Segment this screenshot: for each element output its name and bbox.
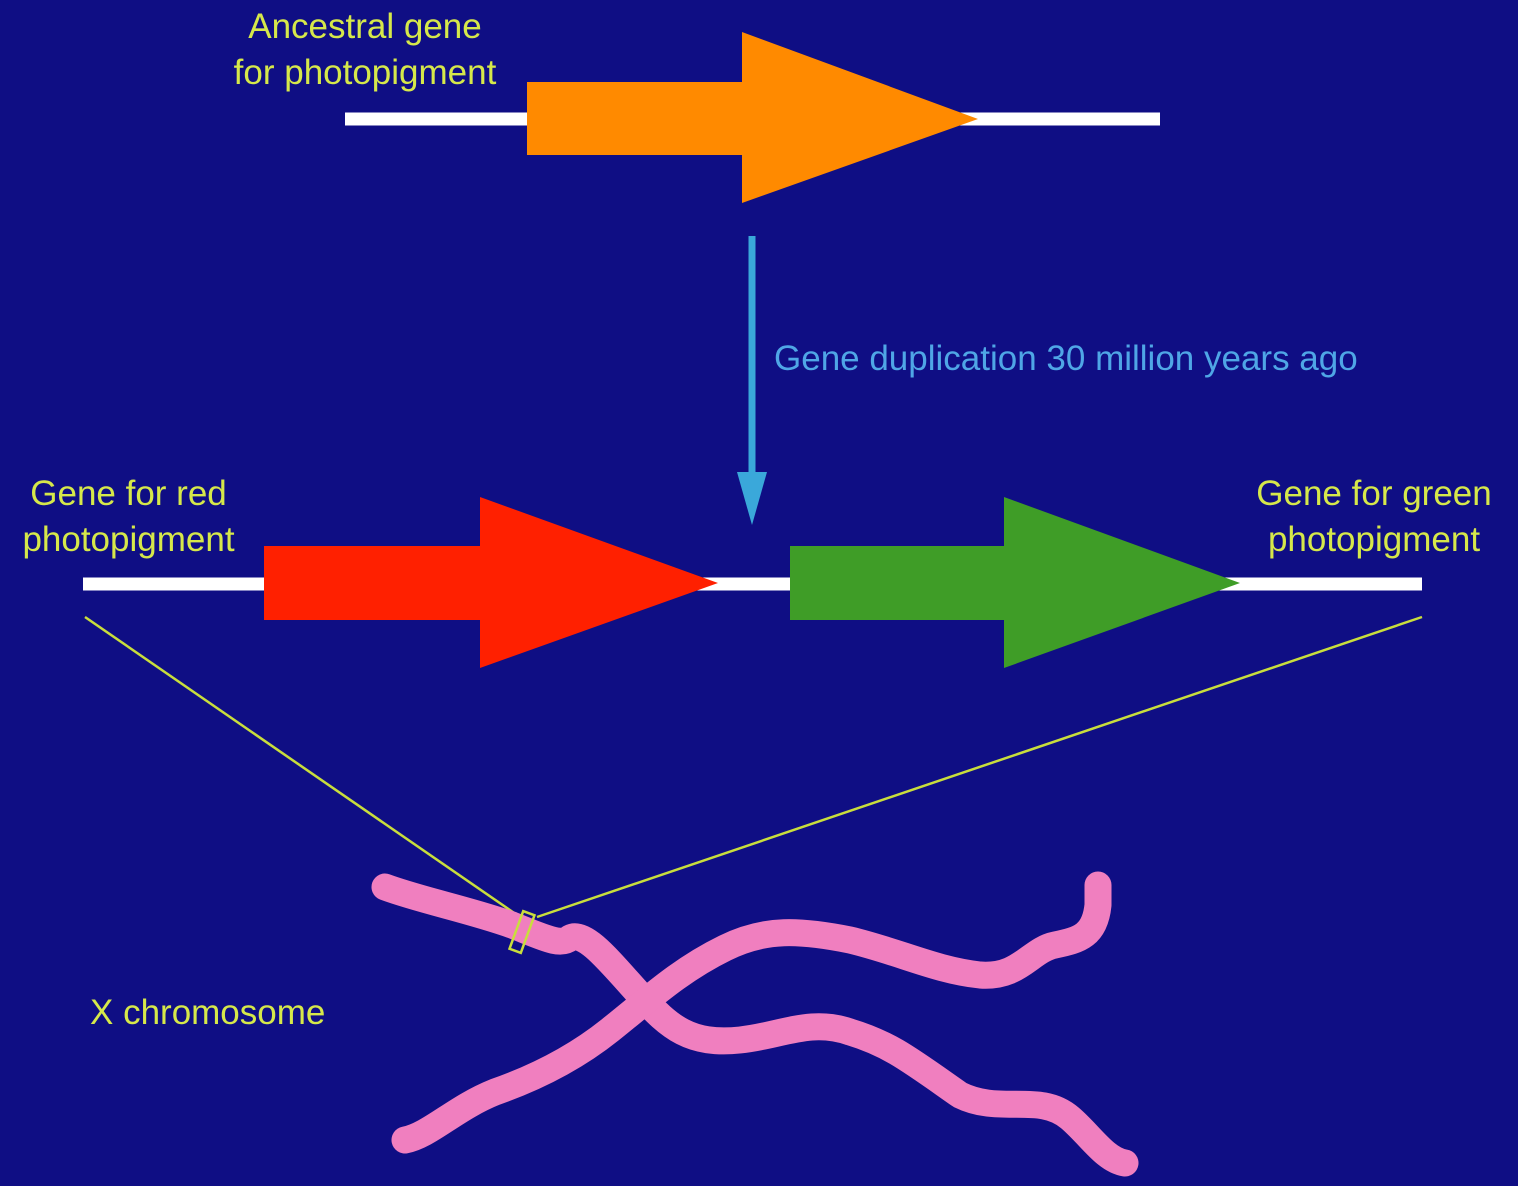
green-gene-arrow: [790, 497, 1240, 668]
zoom-line-left: [85, 617, 520, 917]
x-chromosome-label: X chromosome: [90, 990, 325, 1036]
red-gene-label: Gene for red photopigment: [6, 471, 251, 563]
ancestral-gene-label-line2: for photopigment: [210, 50, 520, 96]
red-gene-label-line1: Gene for red: [6, 471, 251, 517]
ancestral-gene-arrow: [527, 32, 978, 203]
duplication-label: Gene duplication 30 million years ago: [774, 336, 1358, 382]
green-gene-label-line2: photopigment: [1240, 517, 1508, 563]
x-chromosome-label-text: X chromosome: [90, 990, 325, 1036]
green-gene-label: Gene for green photopigment: [1240, 471, 1508, 563]
ancestral-gene-label-line1: Ancestral gene: [210, 4, 520, 50]
zoom-line-right: [537, 617, 1422, 917]
red-gene-label-line2: photopigment: [6, 517, 251, 563]
x-chromosome-shape: [385, 885, 1125, 1163]
down-arrow-icon: [737, 472, 767, 525]
red-gene-arrow: [264, 497, 718, 668]
ancestral-gene-label: Ancestral gene for photopigment: [210, 4, 520, 96]
duplication-label-text: Gene duplication 30 million years ago: [774, 336, 1358, 382]
green-gene-label-line1: Gene for green: [1240, 471, 1508, 517]
